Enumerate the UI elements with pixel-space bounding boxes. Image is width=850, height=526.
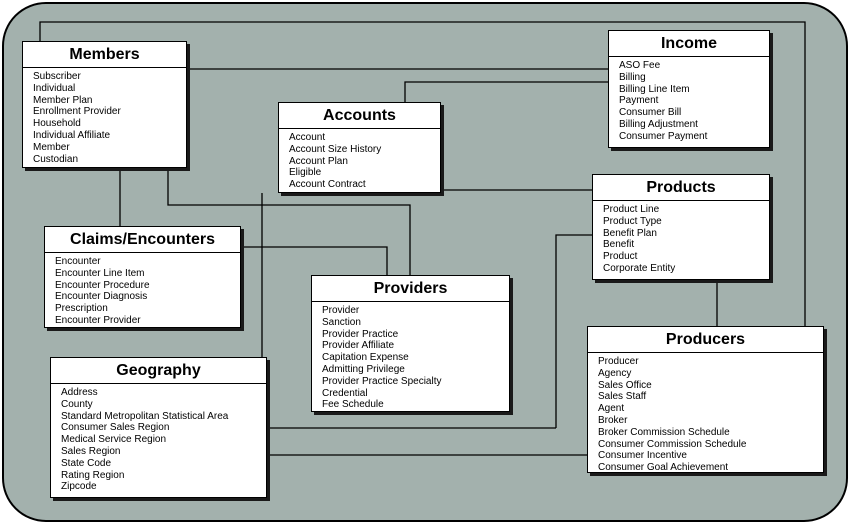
accounts-attribute: Account Plan [289, 155, 348, 167]
income-attribute: Payment [619, 95, 659, 107]
geography-title: Geography [51, 358, 266, 384]
income-attribute: Consumer Bill [619, 107, 682, 119]
products-attribute: Corporate Entity [603, 262, 676, 274]
accounts-attribute: Eligible [289, 167, 322, 179]
providers-attribute: Admitting Privilege [322, 363, 405, 375]
income-title: Income [609, 31, 769, 57]
providers-attribute: Provider Affiliate [322, 340, 395, 352]
claims-attribute: Encounter Line Item [55, 267, 145, 279]
income-attribute: ASO Fee [619, 60, 661, 71]
connector-line [241, 246, 388, 275]
producers-title: Producers [588, 327, 823, 353]
members-attribute: Member [33, 141, 70, 153]
geography-attribute: Address [61, 387, 98, 398]
providers-attribute: Provider Practice Specialty [322, 375, 442, 387]
geography-attribute: Zipcode [61, 481, 97, 493]
accounts-attribute: Account Size History [289, 143, 382, 155]
providers-attribute: Credential [322, 387, 368, 399]
providers-attribute: Provider [322, 305, 360, 316]
members-attribute: Member Plan [33, 94, 93, 106]
producers-attribute: Agency [598, 367, 632, 379]
providers-attribute: Sanction [322, 316, 361, 328]
geography-attribute: Consumer Sales Region [61, 422, 170, 434]
geography-attribute: Standard Metropolitan Statistical Area [61, 410, 229, 422]
geography-attribute: State Code [61, 457, 112, 469]
income-attribute: Billing Line Item [619, 83, 690, 95]
accounts-title: Accounts [279, 103, 440, 129]
accounts-attribute: Account Contract [289, 179, 366, 191]
accounts-attribute: Account [289, 132, 326, 143]
members-attribute: Enrollment Provider [33, 106, 121, 118]
claims-encounters-title: Claims/Encounters [45, 227, 240, 253]
providers-attribute: Capitation Expense [322, 352, 409, 364]
producers-attribute: Broker Commission Schedule [598, 426, 730, 438]
providers-title: Providers [312, 276, 509, 302]
geography-attribute: Medical Service Region [61, 434, 167, 446]
producers-attribute: Consumer Incentive [598, 450, 687, 462]
products-attribute: Benefit Plan [603, 227, 657, 239]
producers-attribute: Sales Staff [598, 391, 647, 403]
connector-line [167, 168, 411, 275]
connector-line [39, 21, 806, 326]
members-attribute: Individual Affiliate [33, 129, 111, 141]
producers-attribute: Agent [598, 403, 625, 415]
claims-attribute: Encounter [55, 256, 101, 267]
producers-attribute: Sales Office [598, 379, 652, 391]
products-attribute: Product [603, 251, 638, 263]
products-attribute: Product Line [603, 204, 660, 215]
providers-attribute: Provider Practice [322, 328, 399, 340]
providers-attribute: Fee Schedule [322, 399, 384, 411]
geography-attribute: Sales Region [61, 445, 121, 457]
connector-line [404, 81, 608, 102]
members-attribute: Subscriber [33, 71, 81, 82]
income-attribute: Consumer Payment [619, 130, 708, 142]
producers-attribute: Consumer Commission Schedule [598, 438, 747, 450]
claims-attribute: Encounter Diagnosis [55, 291, 148, 303]
geography-attribute: Rating Region [61, 469, 125, 481]
members-attribute: Household [33, 118, 81, 130]
products-attribute: Benefit [603, 239, 635, 251]
members-attribute: Individual [33, 82, 76, 94]
members-attribute: Custodian [33, 153, 79, 165]
geography-attribute: County [61, 398, 93, 410]
producers-attribute: Producer [598, 356, 639, 367]
income-attribute: Billing Adjustment [619, 118, 698, 130]
claims-attribute: Encounter Provider [55, 314, 141, 326]
producers-attribute: Consumer Goal Achievement [598, 462, 729, 474]
claims-attribute: Prescription [55, 303, 108, 315]
connector-line [555, 234, 592, 428]
income-attribute: Billing [619, 71, 646, 83]
claims-attribute: Encounter Procedure [55, 279, 150, 291]
products-title: Products [593, 175, 769, 201]
producers-attribute: Broker [598, 414, 628, 426]
members-title: Members [23, 42, 186, 68]
products-attribute: Product Type [603, 215, 662, 227]
